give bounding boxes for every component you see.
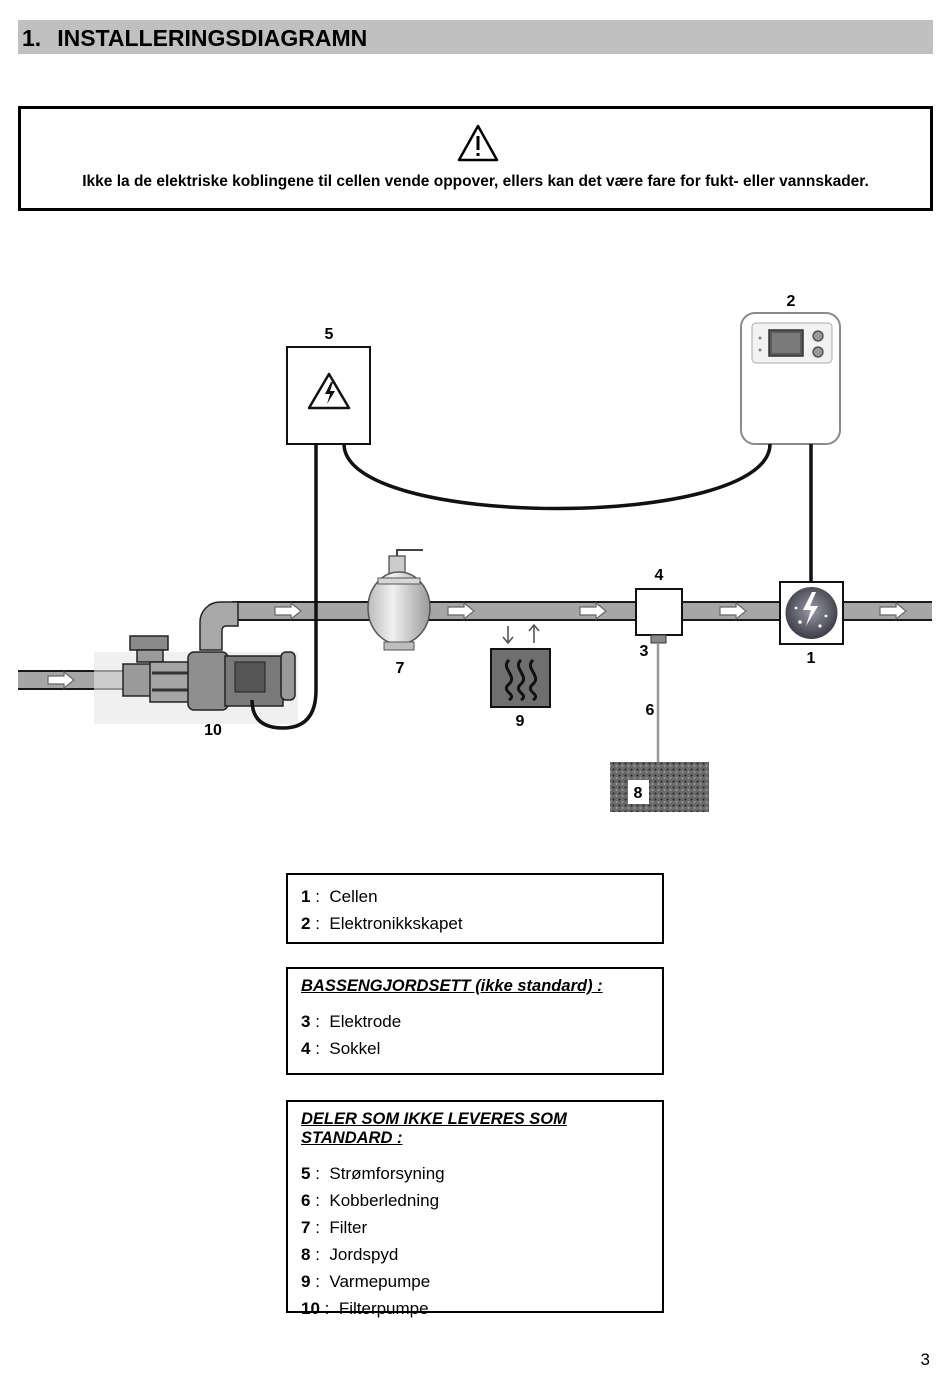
power-supply (286, 346, 371, 445)
label-4: 4 (655, 567, 664, 584)
section-heading: 1. INSTALLERINGSDIAGRAMN (18, 20, 933, 54)
warning-box: Ikke la de elektriske koblingene til cel… (18, 106, 933, 211)
legend-box-optional-parts: DELER SOM IKKE LEVERES SOM STANDARD : 5 … (286, 1100, 664, 1318)
arrow-up-icon (528, 623, 540, 643)
label-10: 10 (204, 722, 222, 739)
installation-diagram: 1 2 3 4 5 6 7 8 9 10 (18, 293, 932, 812)
legend-item: 4 : Sokkel (301, 1039, 381, 1058)
cable-power-to-control (342, 443, 772, 511)
legend-item: 5 : Strømforsyning (301, 1164, 445, 1183)
sand-filter (367, 549, 431, 651)
legend-item: 7 : Filter (301, 1218, 368, 1237)
section-title: INSTALLERINGSDIAGRAMN (57, 25, 368, 51)
heat-waves-icon (504, 658, 538, 702)
label-2: 2 (787, 293, 796, 310)
legend-item: 1 : Cellen (301, 887, 378, 906)
legend-heading: BASSENGJORDSETT (ikke standard) : (301, 977, 603, 995)
heat-pump (490, 623, 551, 708)
legend-box-grounding-kit: BASSENGJORDSETT (ikke standard) : 3 : El… (286, 967, 664, 1075)
legend-item: 3 : Elektrode (301, 1012, 402, 1031)
flow-arrow-icon (447, 601, 475, 621)
section-number: 1. (22, 25, 42, 51)
legend-item: 10 : Filterpumpe (301, 1299, 429, 1318)
cell (779, 581, 844, 645)
electrode-socket (635, 588, 683, 644)
label-1: 1 (807, 650, 816, 667)
label-7: 7 (396, 660, 405, 677)
label-6: 6 (646, 702, 655, 719)
filter-pump (94, 601, 298, 724)
flow-arrow-icon (579, 601, 607, 621)
ground-spike (610, 762, 709, 812)
page-number: 3 (920, 1350, 930, 1369)
cable-power-to-pump (250, 444, 318, 730)
legend-item: 6 : Kobberledning (301, 1191, 440, 1210)
legend-box-main: 1 : Cellen 2 : Elektronikkskapet (286, 873, 664, 944)
legend-item: 9 : Varmepumpe (301, 1272, 431, 1291)
flow-arrow-icon (274, 601, 302, 621)
control-box (740, 312, 841, 445)
warning-triangle-icon (457, 124, 499, 162)
legend-heading: DELER SOM IKKE LEVERES SOM STANDARD : (301, 1110, 567, 1147)
electric-hazard-icon (307, 372, 351, 410)
legend-item: 8 : Jordspyd (301, 1245, 399, 1264)
label-5: 5 (325, 326, 334, 343)
label-9: 9 (516, 713, 525, 730)
legend-item: 2 : Elektronikkskapet (301, 914, 463, 933)
flow-arrow-icon (47, 670, 75, 690)
label-8: 8 (634, 785, 643, 802)
cables (250, 443, 813, 730)
flow-arrow-icon (879, 601, 907, 621)
warning-text: Ikke la de elektriske koblingene til cel… (82, 173, 869, 190)
label-3: 3 (640, 643, 649, 660)
flow-arrow-icon (719, 601, 747, 621)
arrow-down-icon (502, 626, 514, 645)
